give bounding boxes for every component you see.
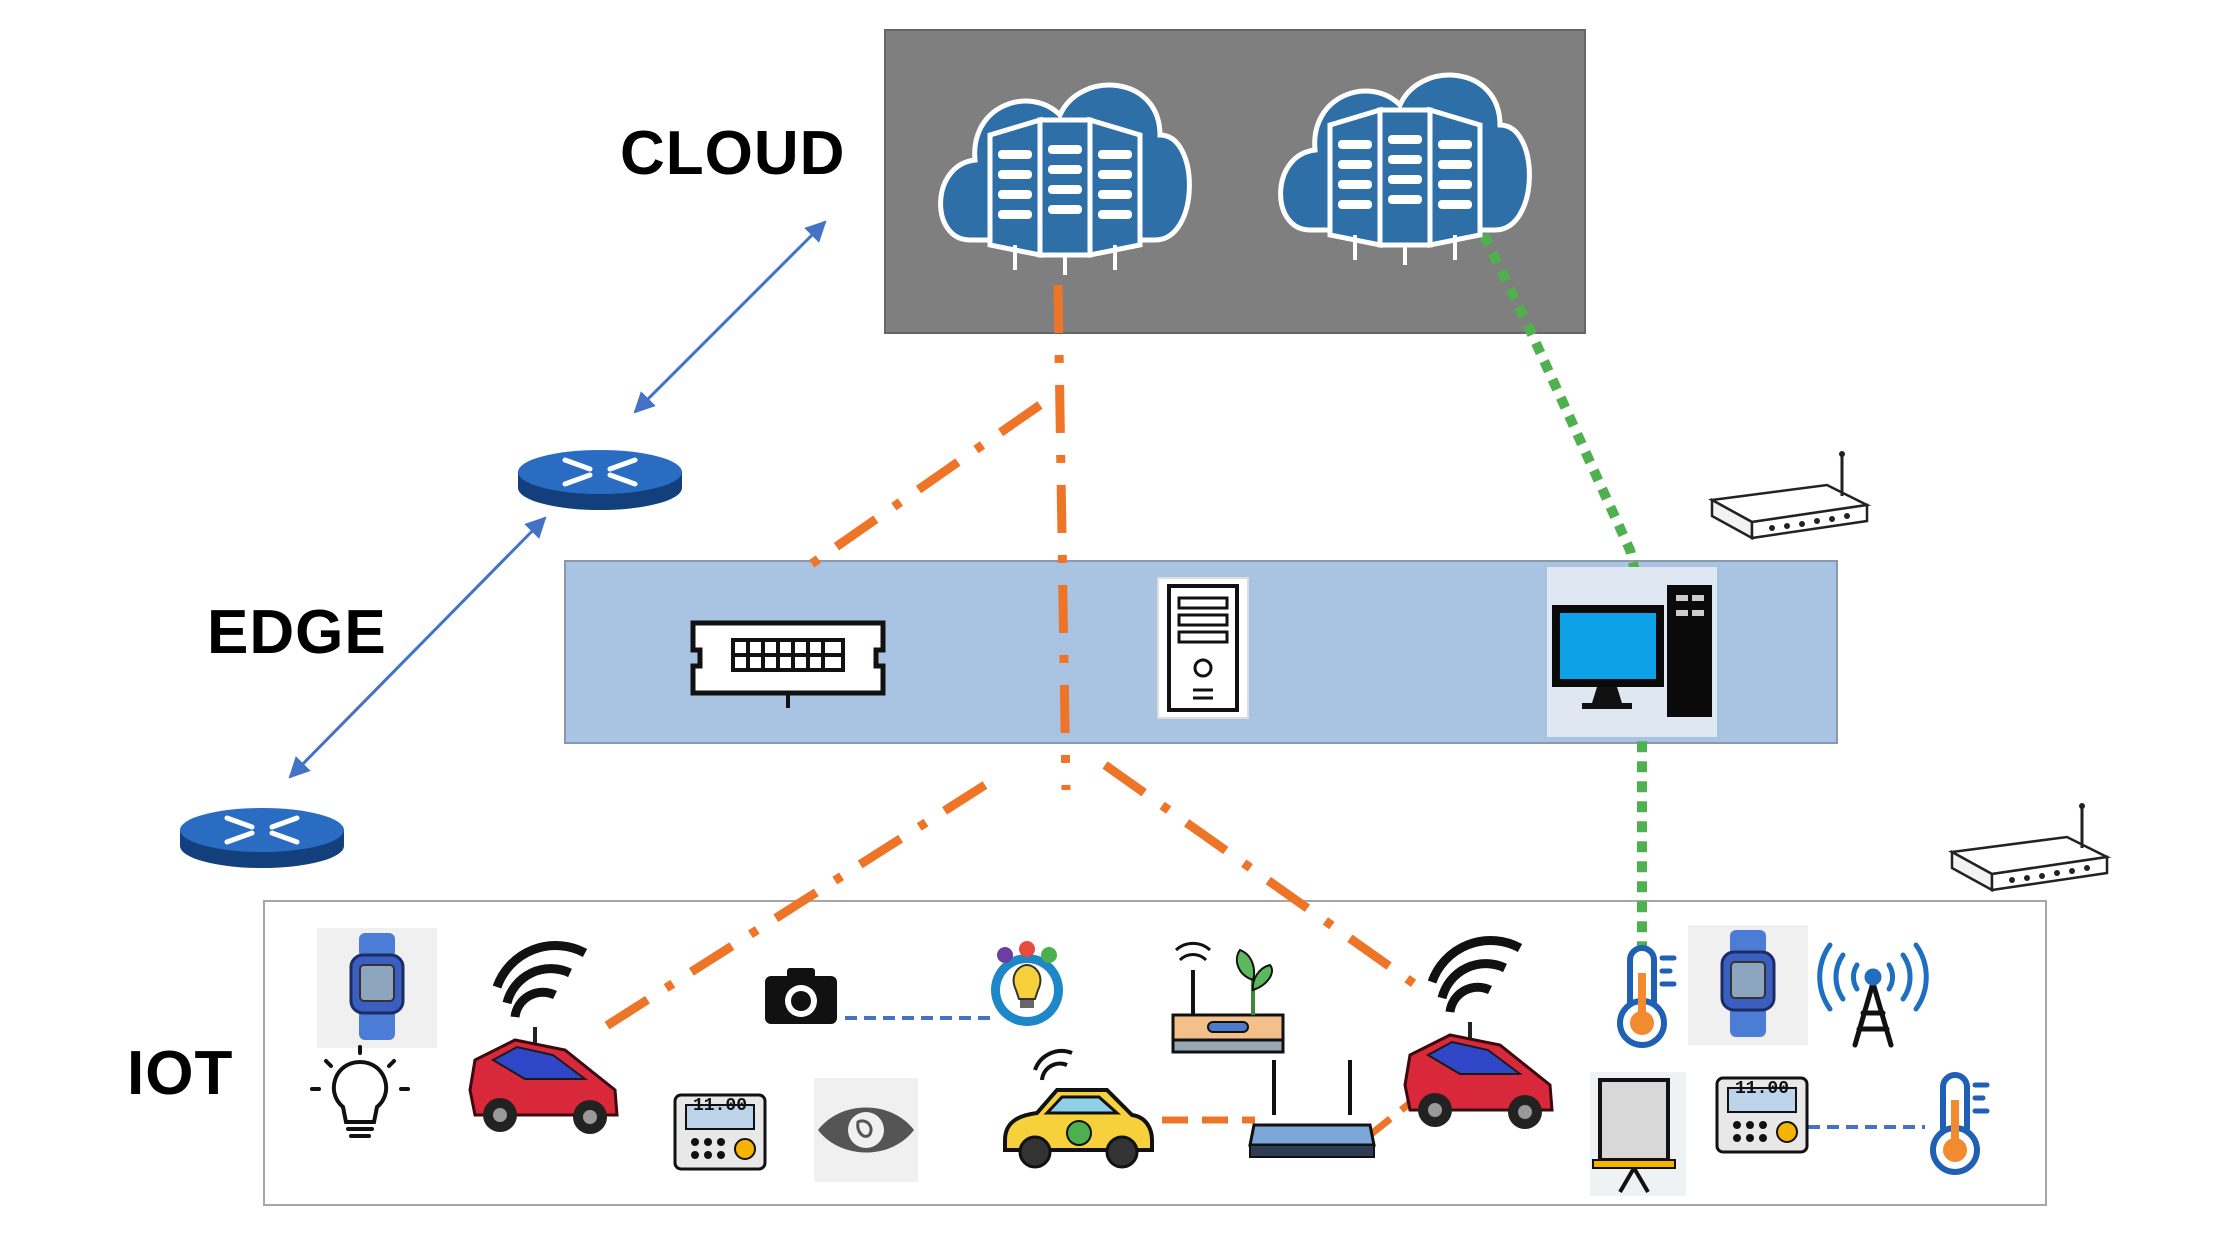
iot-tier-label: IOT [127,1039,234,1108]
electric-taxi-icon [1003,1049,1154,1169]
smart-bulb-icon [991,941,1063,1026]
router-arrows [288,220,827,779]
edge-to-left-car-link [597,781,988,1034]
cloud-to-edge-vertical-link [1053,284,1071,791]
light-bulb-icon [310,1045,410,1138]
meter-display-text: 11.00 [1735,1079,1789,1099]
edge-tier-label: EDGE [207,598,387,667]
smartwatch-icon [315,926,439,1050]
smartwatch-icon [1686,923,1810,1047]
server-tower-icon [1157,577,1249,719]
wifi-router-icon [1950,801,2109,892]
ram-module-icon [690,620,886,708]
router-icon [180,808,344,868]
edge-to-right-car-link [1102,761,1433,999]
cloud-router-arrow [633,220,827,414]
wifi-router-icon [1710,449,1869,540]
blue-dashed-links [845,1016,1925,1129]
meter-display-text: 11.00 [693,1096,747,1116]
green-dotted-link [1435,142,1647,950]
smart-farm-icon [1171,941,1285,1054]
router-icon [518,450,682,510]
eye-sensor-icon [814,1078,918,1182]
orange-dashdot-links [597,284,1433,1034]
router-router-arrow [288,516,547,779]
cloud-tier-label: CLOUD [620,119,846,188]
cloud-to-ram-link [807,401,1043,569]
desktop-computer-icon [1547,567,1717,737]
camera-icon [765,968,837,1024]
cell-tower-icon [1817,942,1929,1048]
projector-screen-icon [1590,1072,1686,1196]
access-point-icon [1248,1060,1376,1158]
